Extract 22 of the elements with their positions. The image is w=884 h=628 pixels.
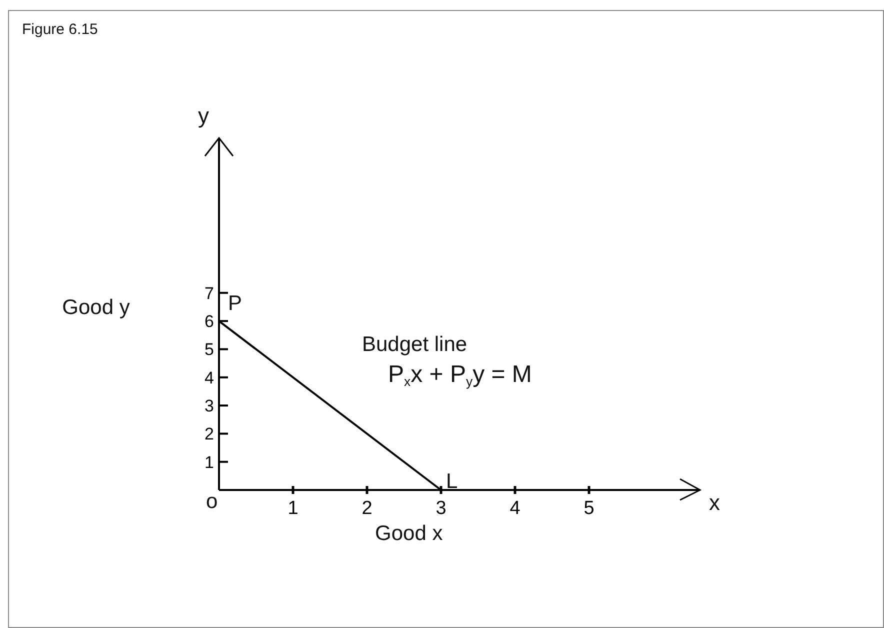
tick-label: 5 [584,498,594,519]
tick-label: 5 [204,340,214,360]
axis-letter: y [198,104,209,128]
line-label: Budget line [362,333,468,356]
tick-label: 2 [204,424,214,444]
axis-title: Good y [61,296,131,320]
tick-label: 4 [510,498,520,519]
tick-label: 4 [204,368,214,388]
tick-label: 3 [204,396,214,416]
tick-label: 7 [204,284,214,303]
equation: P$_{x}$x + P$_{y}$y = M [388,362,532,390]
axis-letter: x [709,491,720,516]
tick-label: 6 [204,312,214,332]
tick-label: 1 [204,452,214,472]
figure-title: Figure 6.15 [22,22,98,38]
tick-label: 1 [288,498,298,519]
tick-label: 2 [362,498,372,519]
origin-label: o [206,490,218,514]
point-label: P [228,292,242,316]
point-label: L [446,470,458,494]
axis-title: Good x [375,522,443,546]
tick-label: 3 [436,498,446,519]
